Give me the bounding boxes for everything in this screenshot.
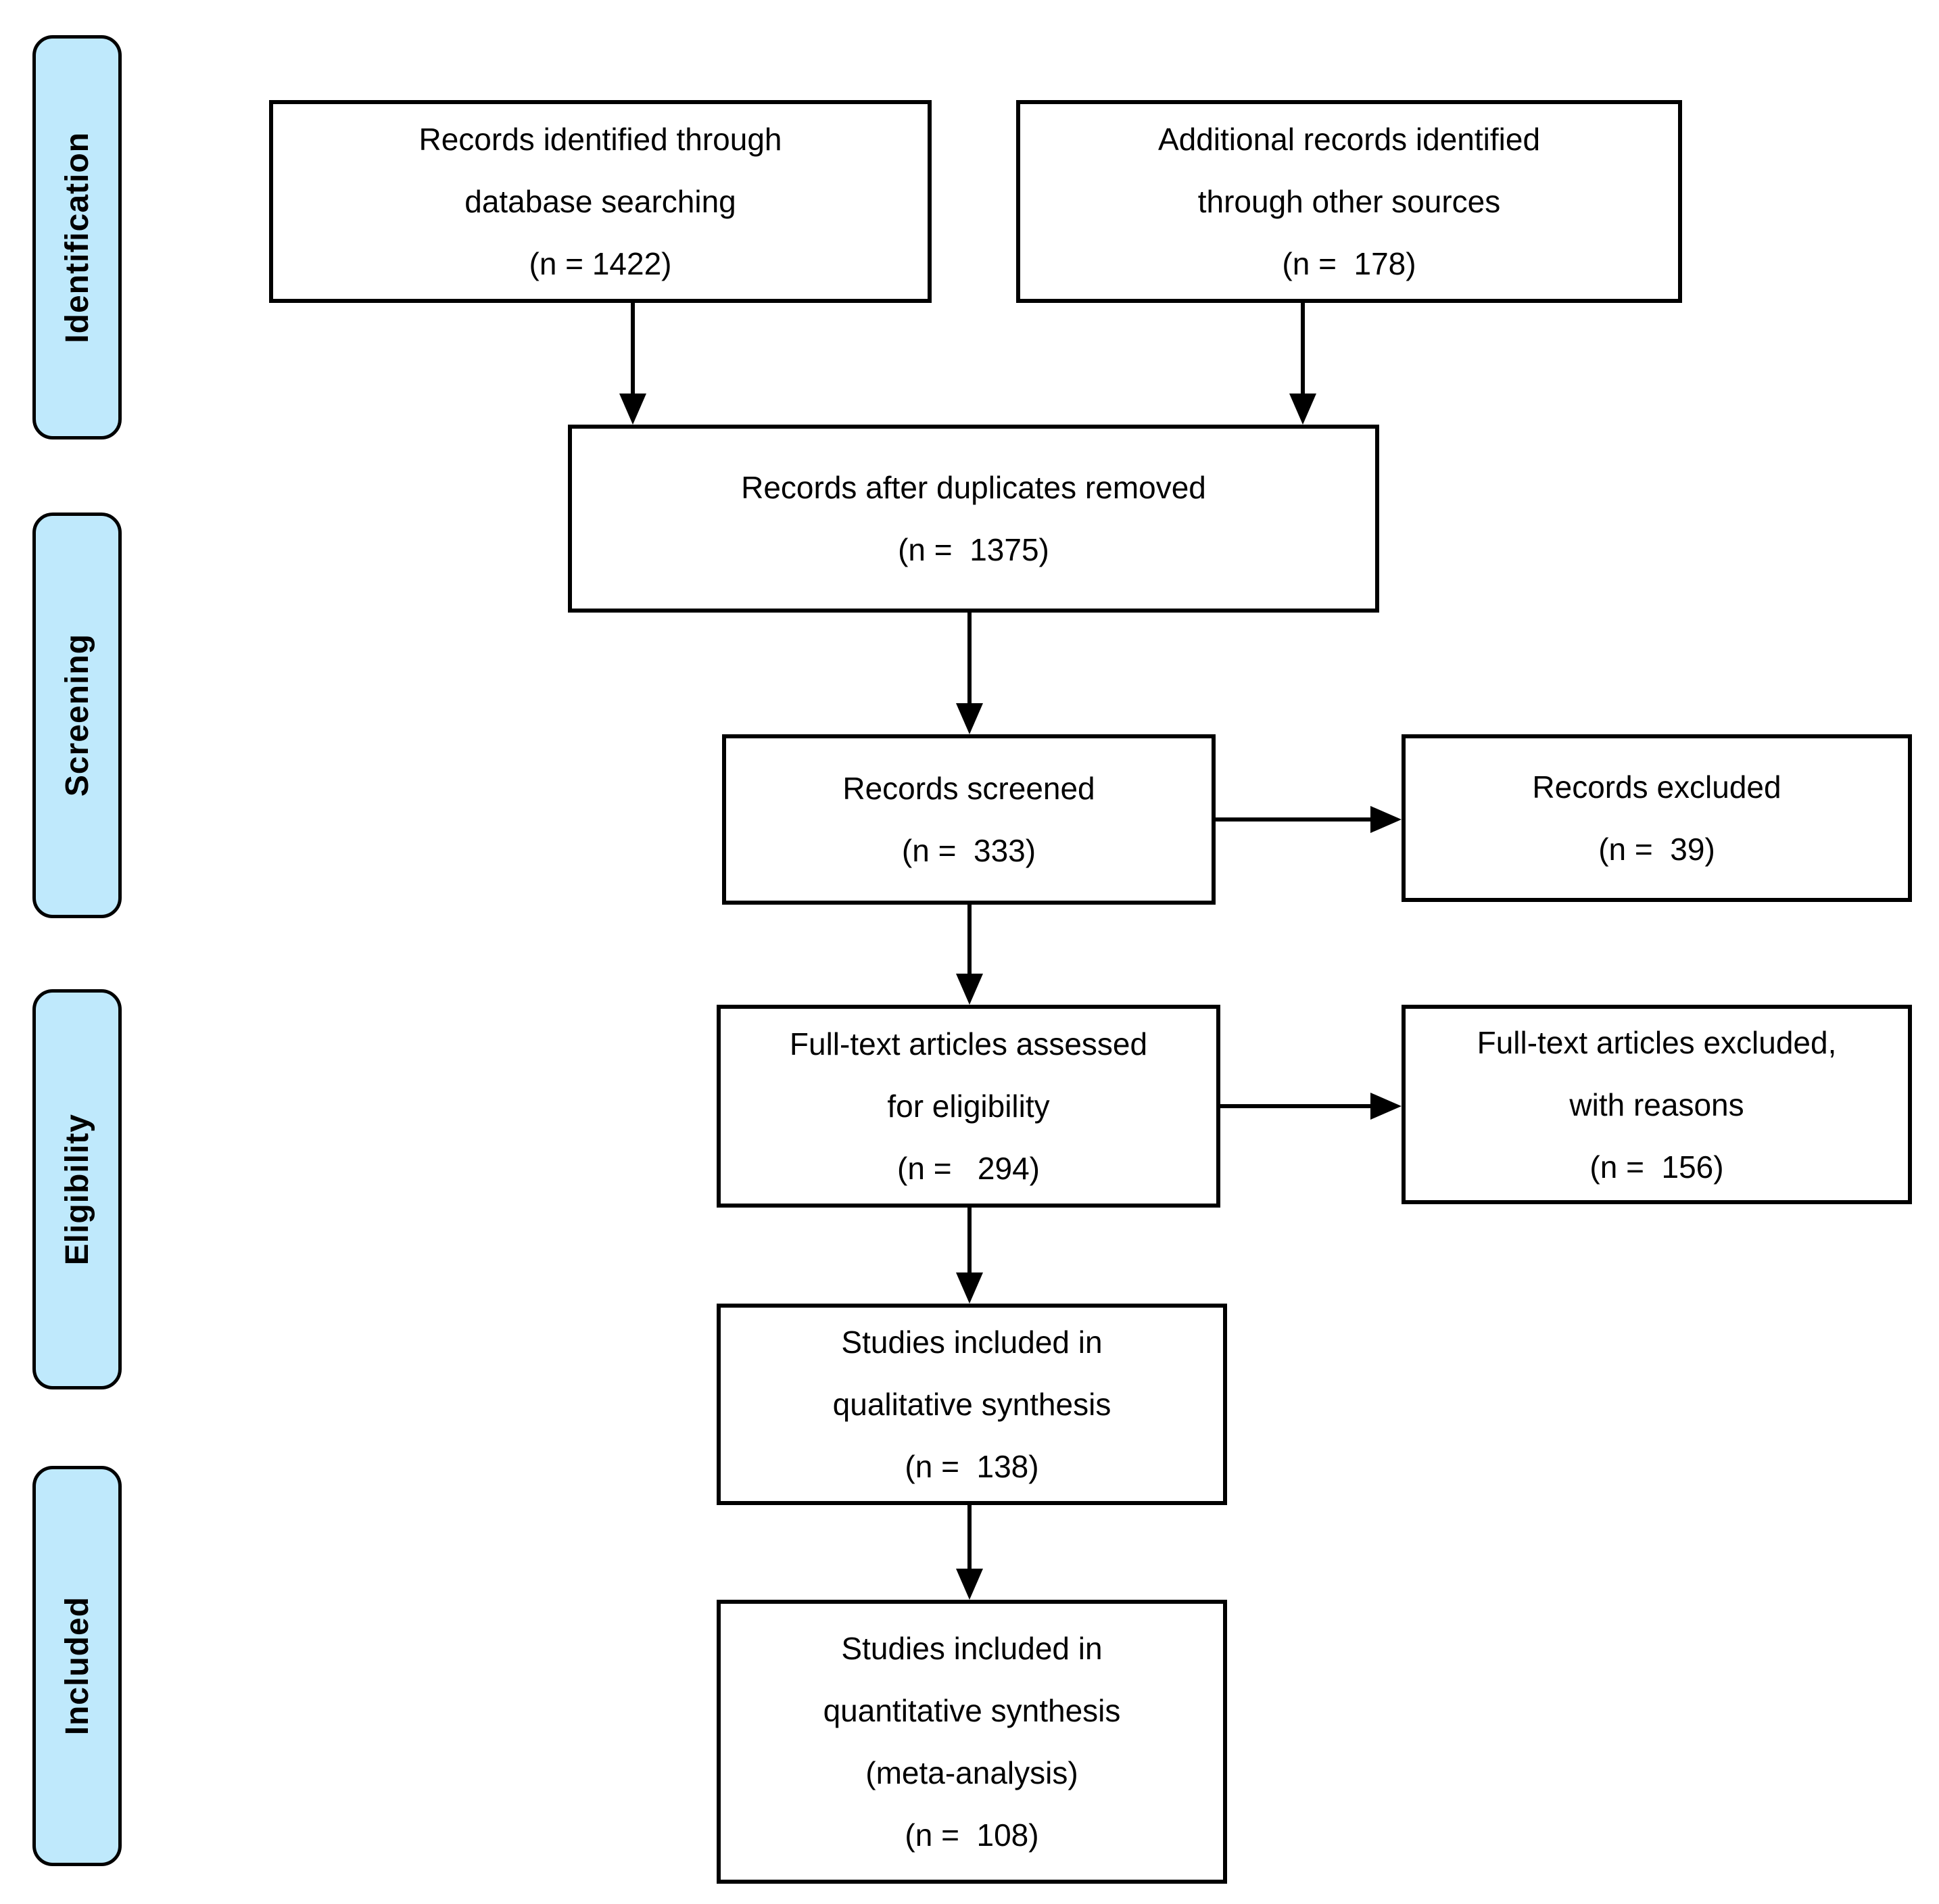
box-text-line: with reasons: [1569, 1087, 1744, 1122]
arrow-right-icon: [1370, 806, 1402, 833]
box-text-line: (n = 178): [1282, 246, 1416, 281]
phase-label-identification: Identification: [32, 35, 122, 439]
box-duplicates-removed: Records after duplicates removed (n = 13…: [568, 425, 1379, 613]
arrow-right-icon: [1370, 1093, 1402, 1120]
box-records-excluded: Records excluded (n = 39): [1402, 734, 1912, 902]
phase-label-included: Included: [32, 1466, 122, 1866]
arrow-screened-to-excluded: [1216, 806, 1402, 833]
arrow-fulltext-to-qualitative: [956, 1208, 983, 1304]
box-additional-records: Additional records identified through ot…: [1016, 100, 1682, 303]
box-text-line: Additional records identified: [1157, 122, 1541, 157]
arrow-shaft: [967, 613, 972, 706]
arrow-down-icon: [956, 1272, 983, 1304]
box-text-line: Records after duplicates removed: [741, 470, 1206, 505]
arrow-shaft: [967, 905, 972, 976]
arrow-shaft: [1216, 817, 1373, 822]
arrow-shaft: [1220, 1104, 1373, 1108]
box-text-line: database searching: [464, 184, 736, 219]
box-text-line: (n = 156): [1589, 1149, 1724, 1185]
box-text-line: (n = 333): [901, 833, 1036, 868]
box-text-line: (n = 1375): [898, 532, 1049, 567]
box-text-line: Studies included in: [841, 1631, 1103, 1666]
arrow-shaft: [967, 1505, 972, 1571]
box-fulltext-excluded: Full-text articles excluded, with reason…: [1402, 1005, 1912, 1204]
box-text-line: (n = 108): [905, 1817, 1039, 1853]
box-fulltext-assessed: Full-text articles assessed for eligibil…: [717, 1005, 1220, 1208]
box-text-line: for eligibility: [887, 1089, 1050, 1124]
box-text-line: Full-text articles assessed: [789, 1026, 1148, 1062]
box-text-line: qualitative synthesis: [832, 1387, 1111, 1422]
arrow-deduplicated-to-screened: [956, 613, 983, 734]
arrow-down-icon: [1289, 394, 1316, 425]
arrow-down-icon: [956, 1569, 983, 1600]
phase-label-identification-text: Identification: [59, 131, 95, 343]
box-text-line: Records identified through: [418, 122, 782, 157]
box-text-line: Records excluded: [1532, 769, 1781, 805]
box-text-line: Full-text articles excluded,: [1477, 1024, 1837, 1060]
box-text-line: (n = 294): [897, 1151, 1040, 1186]
box-quantitative-synthesis: Studies included in quantitative synthes…: [717, 1600, 1227, 1884]
arrow-down-icon: [956, 974, 983, 1005]
arrow-fulltext-to-fulltext-excluded: [1220, 1093, 1402, 1120]
box-text-line: quantitative synthesis: [823, 1693, 1121, 1728]
box-text-line: through other sources: [1197, 184, 1501, 219]
arrow-additional-to-deduplicated: [1289, 303, 1316, 425]
arrow-screened-to-fulltext: [956, 905, 983, 1005]
box-qualitative-synthesis: Studies included in qualitative synthesi…: [717, 1304, 1227, 1505]
phase-label-eligibility: Eligibility: [32, 989, 122, 1389]
arrow-down-icon: [619, 394, 646, 425]
phase-label-screening-text: Screening: [59, 634, 95, 797]
arrow-identified-to-deduplicated: [619, 303, 646, 425]
arrow-qualitative-to-quantitative: [956, 1505, 983, 1600]
box-text-line: Records screened: [842, 771, 1095, 806]
box-text-line: (n = 138): [905, 1449, 1039, 1484]
arrow-shaft: [631, 303, 635, 396]
box-text-line: (meta-analysis): [865, 1755, 1078, 1790]
box-records-screened: Records screened (n = 333): [722, 734, 1216, 905]
box-text-line: (n = 39): [1598, 832, 1715, 867]
phase-label-included-text: Included: [59, 1596, 95, 1736]
phase-label-eligibility-text: Eligibility: [59, 1113, 95, 1266]
box-text-line: (n = 1422): [529, 246, 672, 281]
phase-label-screening: Screening: [32, 513, 122, 918]
box-records-identified: Records identified through database sear…: [269, 100, 932, 303]
arrow-shaft: [967, 1208, 972, 1275]
box-text-line: Studies included in: [841, 1325, 1103, 1360]
arrow-down-icon: [956, 703, 983, 734]
arrow-shaft: [1301, 303, 1305, 396]
